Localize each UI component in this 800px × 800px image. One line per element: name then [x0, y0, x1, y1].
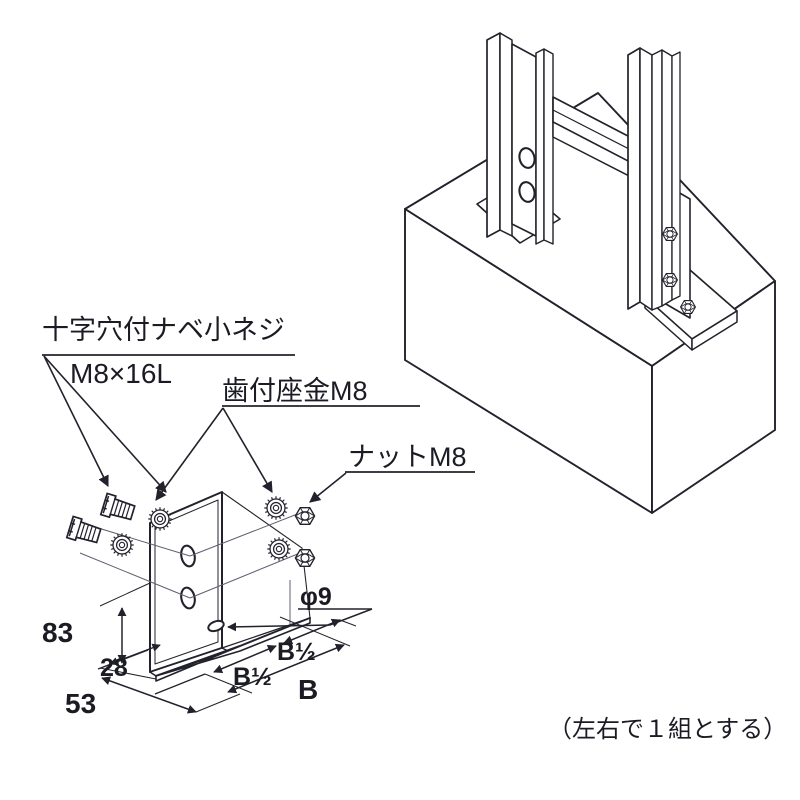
dimension-height: 83	[42, 617, 74, 648]
left-post-assembly	[476, 32, 561, 245]
toothed-washer-left-upper	[147, 506, 173, 532]
bracket-hole	[518, 181, 536, 203]
dimension-flange: 28	[100, 654, 128, 682]
installation-view	[404, 32, 776, 514]
dimension-lines	[97, 582, 357, 714]
dimension-depth: 53	[65, 688, 97, 719]
machine-screw-upper	[99, 492, 137, 525]
callout-hole-diameter: φ9	[300, 583, 332, 611]
assembled-base-nut	[680, 300, 696, 314]
callout-washer: 歯付座金M8	[222, 376, 368, 406]
toothed-washer-right-upper	[263, 495, 289, 521]
machine-screw-lower	[65, 515, 103, 548]
toothed-washer-left-lower	[109, 532, 135, 558]
assembly-note: （左右で１組とする）	[548, 716, 788, 743]
toothed-washer-right-lower	[266, 536, 292, 562]
callout-nut: ナットM8	[348, 442, 467, 472]
bracket-hole	[518, 147, 536, 169]
right-post-assembly	[627, 47, 738, 351]
dimension-half-b-rear: B½	[277, 638, 316, 666]
dimension-half-b-front: B½	[233, 663, 272, 691]
callout-screw-line2: M8×16L	[70, 358, 172, 389]
dimension-full-b: B	[298, 674, 319, 705]
hex-nut-upper	[294, 506, 316, 526]
bracket-hole-base	[207, 619, 225, 633]
hex-nut-lower	[294, 548, 316, 568]
assembled-nut	[662, 227, 678, 241]
callout-screw-line1: 十字穴付ナベ小ネジ	[42, 315, 285, 345]
assembled-nut	[662, 273, 678, 287]
assembly-axis	[79, 512, 301, 599]
